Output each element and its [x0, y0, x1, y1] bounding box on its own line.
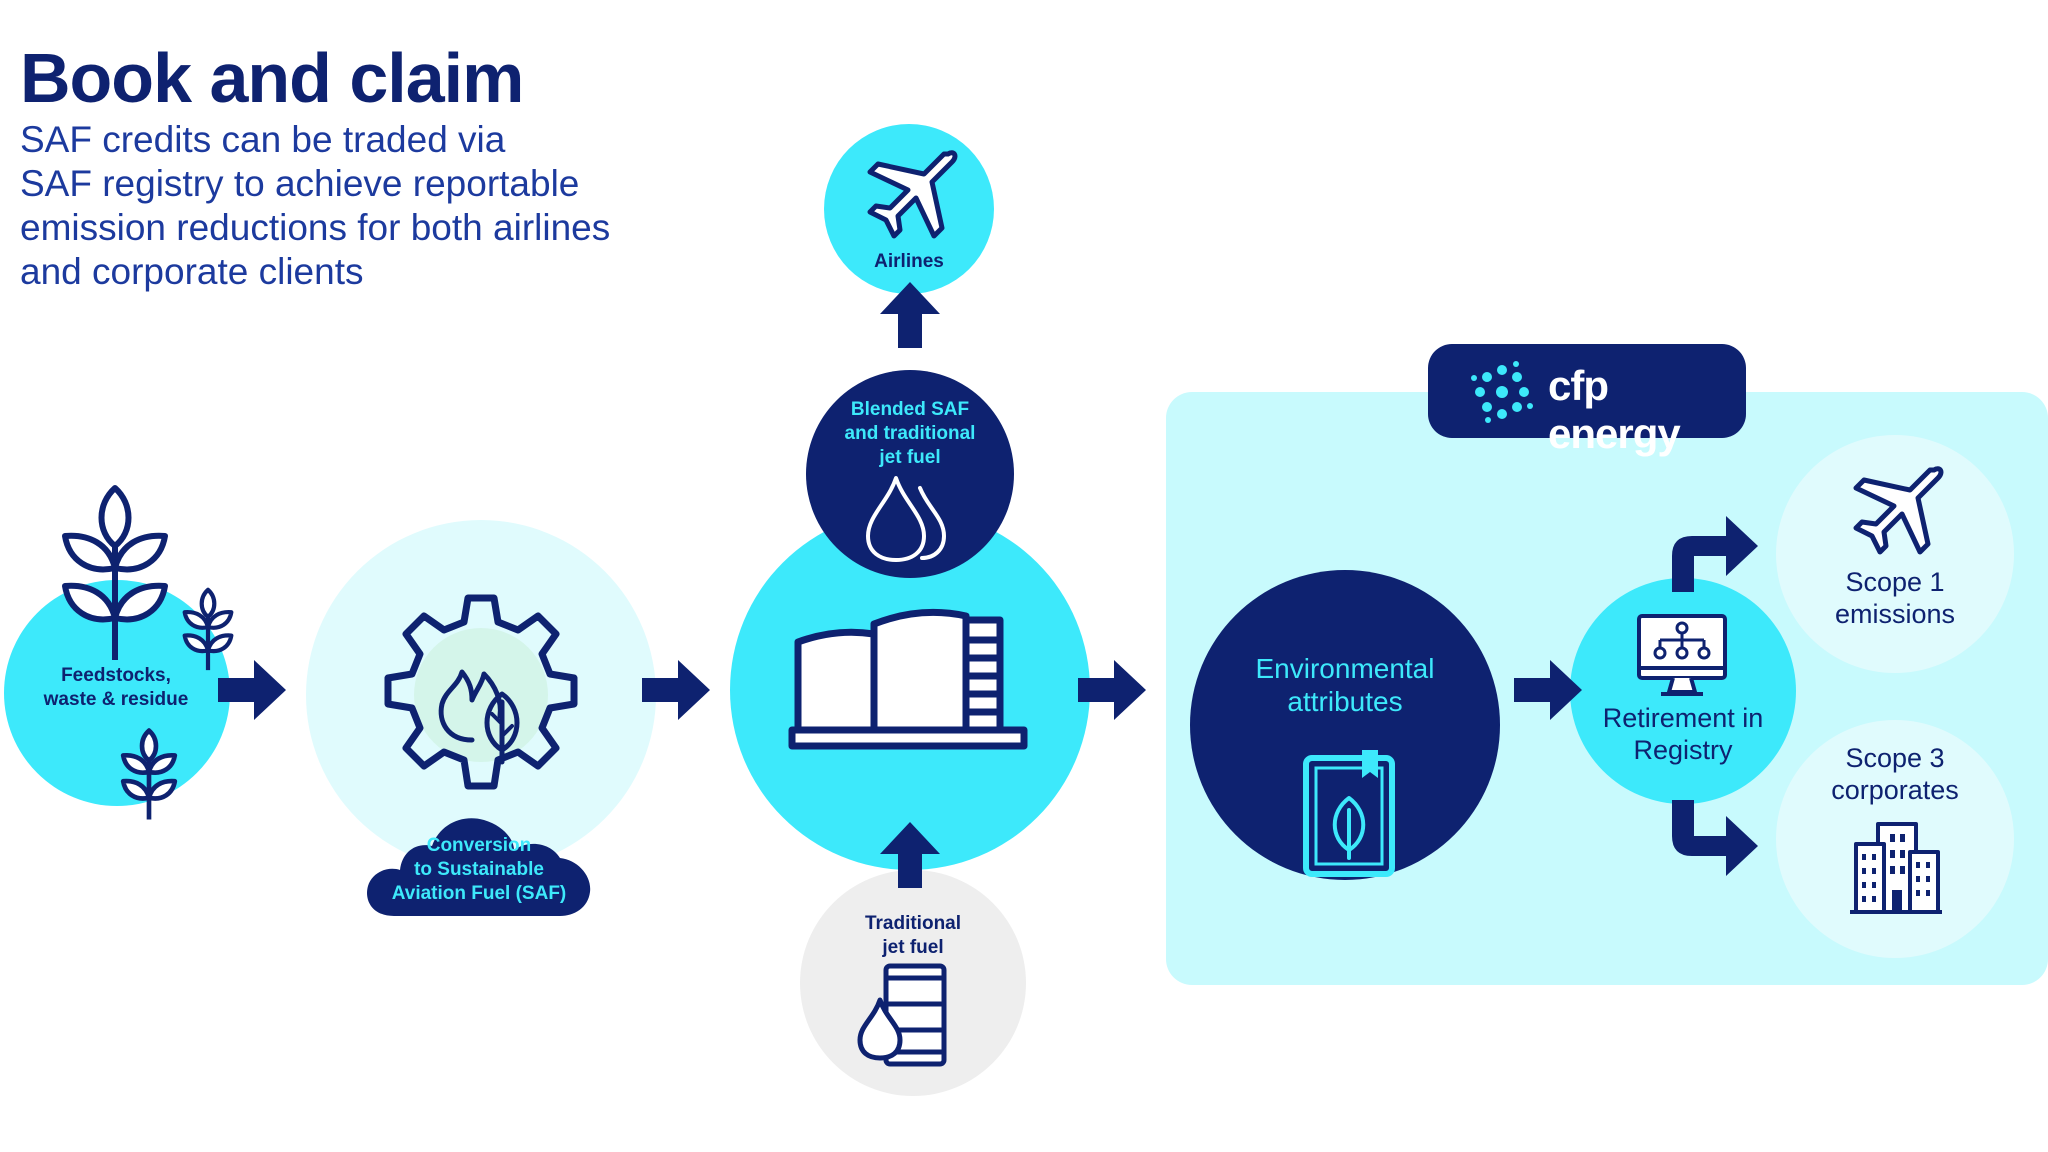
subtitle-line: SAF registry to achieve reportable — [20, 163, 580, 204]
airplane-icon — [867, 150, 958, 239]
conversion-cloud — [367, 818, 591, 916]
scope1-circle — [1776, 435, 2014, 673]
arrow-right-icon — [642, 660, 710, 720]
arrow-right-icon — [1078, 660, 1146, 720]
cfp-brand-name: cfp energy — [1548, 362, 1681, 457]
subtitle-line: emission reductions for both airlines — [20, 207, 611, 248]
airplane-icon — [1853, 466, 1944, 555]
conversion-inner-circle — [414, 628, 548, 762]
scope1-label: Scope 1 emissions — [1834, 567, 1956, 629]
airlines-circle — [824, 124, 994, 294]
office-building-icon — [1850, 822, 1942, 914]
wheat-icon — [62, 485, 168, 660]
retirement-label: Retirement in Registry — [1602, 703, 1764, 765]
cfp-brand-badge: cfp energy — [1428, 344, 1746, 457]
registry-monitor-icon — [1637, 614, 1727, 696]
certificate-leaf-icon — [1303, 750, 1395, 877]
cfp-dots-logo-icon — [1471, 361, 1533, 423]
page-title: Book and claim — [20, 39, 524, 117]
arrow-up-icon — [880, 282, 940, 348]
wheat-icon — [120, 728, 178, 820]
arrow-right-icon — [218, 660, 286, 720]
blended-label: Blended SAF and traditional jet fuel — [844, 399, 976, 468]
arrow-branch-up-icon — [1672, 516, 1758, 592]
subtitle-line: and corporate clients — [20, 251, 364, 292]
gear-flame-leaf-icon — [384, 594, 578, 790]
conversion-label: Conversion to Sustainable Aviation Fuel … — [391, 835, 567, 904]
wheat-icon — [182, 587, 234, 671]
oil-barrel-icon — [857, 963, 947, 1067]
airlines-label: Airlines — [874, 251, 944, 272]
traditional-label: Traditional jet fuel — [864, 913, 962, 958]
environmental-label: Environmental attributes — [1255, 653, 1435, 717]
fuel-drops-icon — [866, 476, 947, 562]
arrow-up-icon — [880, 822, 940, 888]
arrow-right-icon — [1514, 660, 1582, 720]
page-subtitle: SAF credits can be traded via SAF regist… — [20, 118, 740, 294]
scope3-label: Scope 3 corporates — [1831, 743, 1959, 805]
subtitle-line: SAF credits can be traded via — [20, 119, 506, 160]
feedstocks-label: Feedstocks, waste & residue — [43, 665, 189, 710]
arrow-branch-down-icon — [1672, 800, 1758, 876]
fuel-storage-tanks-icon — [788, 608, 1028, 750]
